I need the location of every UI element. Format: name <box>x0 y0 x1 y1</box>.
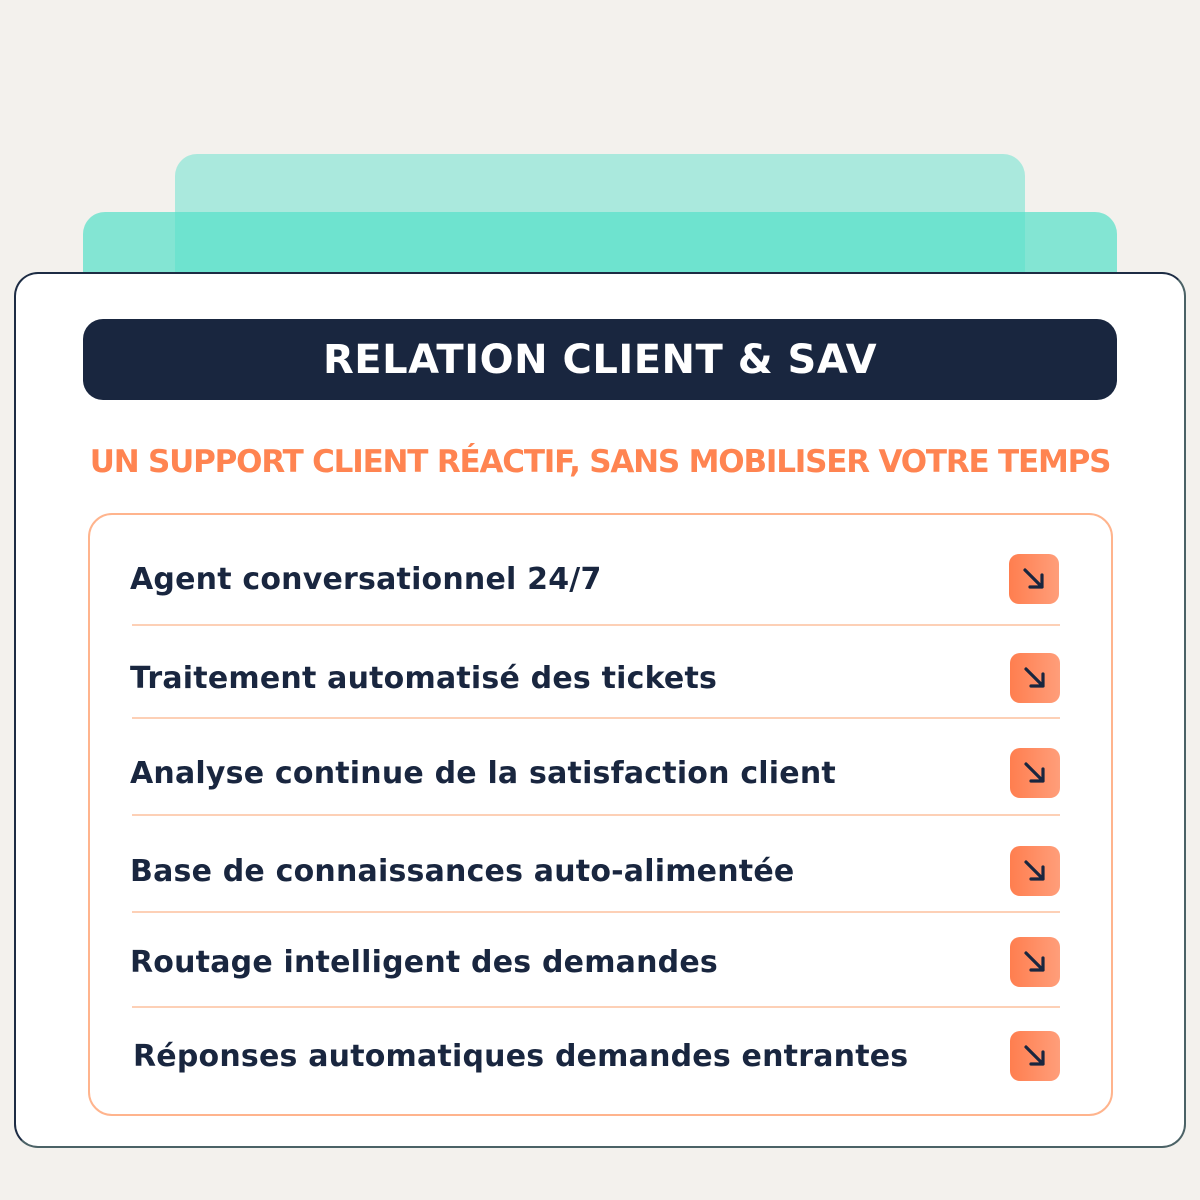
arrow-down-right-icon <box>1024 762 1045 783</box>
list-item-label: Base de connaissances auto-alimentée <box>130 853 795 889</box>
divider <box>132 1006 1060 1008</box>
arrow-down-right-icon <box>1024 667 1045 688</box>
list-item[interactable]: Base de connaissances auto-alimentée <box>130 841 1060 901</box>
list-item-label: Routage intelligent des demandes <box>130 944 718 980</box>
page-subtitle: UN SUPPORT CLIENT RÉACTIF, SANS MOBILISE… <box>89 444 1112 480</box>
title-banner: RELATION CLIENT & SAV <box>83 319 1117 400</box>
list-item[interactable]: Analyse continue de la satisfaction clie… <box>130 743 1060 803</box>
list-item[interactable]: Traitement automatisé des tickets <box>130 648 1060 708</box>
expand-button[interactable] <box>1009 554 1059 604</box>
list-item[interactable]: Routage intelligent des demandes <box>130 932 1060 992</box>
divider <box>132 814 1060 816</box>
expand-button[interactable] <box>1010 748 1060 798</box>
expand-button[interactable] <box>1010 937 1060 987</box>
list-item-label: Réponses automatiques demandes entrantes <box>133 1038 909 1074</box>
divider <box>132 717 1060 719</box>
list-item-label: Traitement automatisé des tickets <box>130 660 718 696</box>
page-title: RELATION CLIENT & SAV <box>322 336 878 383</box>
expand-button[interactable] <box>1010 846 1060 896</box>
expand-button[interactable] <box>1010 1031 1060 1081</box>
arrow-down-right-icon <box>1024 860 1045 881</box>
arrow-down-right-icon <box>1024 1045 1045 1066</box>
divider <box>132 624 1060 626</box>
arrow-down-right-icon <box>1024 951 1045 972</box>
list-item-label: Agent conversationnel 24/7 <box>130 561 602 597</box>
divider <box>132 911 1060 913</box>
list-item[interactable]: Réponses automatiques demandes entrantes <box>133 1026 1060 1086</box>
list-item[interactable]: Agent conversationnel 24/7 <box>130 549 1060 609</box>
expand-button[interactable] <box>1010 653 1060 703</box>
list-item-label: Analyse continue de la satisfaction clie… <box>130 755 836 791</box>
arrow-down-right-icon <box>1023 568 1044 589</box>
